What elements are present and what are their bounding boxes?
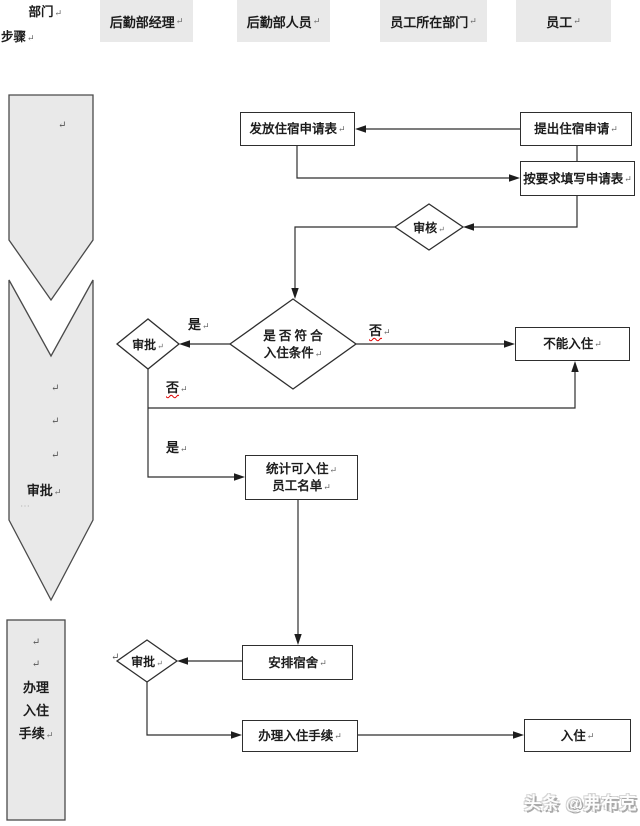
header-col-logistics-staff: 后勤部人员↵ <box>237 0 330 42</box>
pilcrow-mark: ↵ <box>438 225 445 234</box>
pilcrow-mark: ↵ <box>53 487 62 497</box>
arrowhead-up <box>571 361 579 372</box>
pilcrow-mark: ↵ <box>573 15 581 26</box>
header-col-employee: 员工↵ <box>516 0 611 42</box>
pilcrow-mark: ↵ <box>383 327 391 337</box>
pilcrow-mark: ↵ <box>610 124 618 134</box>
procedure-line-3: 手续↵ <box>18 726 54 741</box>
pilcrow-mark: ↵ <box>202 321 210 331</box>
left-rail-arrow-top <box>8 94 94 302</box>
checkin-box: 入住↵ <box>524 719 631 752</box>
arrowhead-down <box>294 634 302 645</box>
left-rail-arrow-approval <box>8 279 94 602</box>
edge-label-no-approval1: 否↵ <box>166 377 188 396</box>
condition-line1: 是 否 符 合 <box>263 329 323 343</box>
edge-issue-to-fill <box>296 146 509 179</box>
pilcrow-mark: ↵ <box>312 15 321 26</box>
pilcrow-mark: ↵ <box>157 342 164 351</box>
cannot-checkin-box: 不能入住↵ <box>515 327 630 361</box>
toutiao-watermark: 头条 @弗布克 <box>524 794 638 813</box>
pilcrow-mark: ↵ <box>111 652 120 663</box>
corner-department-label: 部门↵ <box>28 5 62 19</box>
header-corner-cell: 部门↵ 步骤↵ <box>0 0 65 47</box>
submit-request-label: 提出住宿申请 <box>534 122 610 136</box>
submit-request-box: 提出住宿申请↵ <box>520 112 632 146</box>
pilcrow-mark: ↵ <box>337 124 346 134</box>
pilcrow-mark: ↵ <box>334 731 342 741</box>
pilcrow-mark: ↵ <box>314 349 323 359</box>
edge-label-yes-condition: 是↵ <box>188 317 210 332</box>
pilcrow-mark: ↵ <box>27 33 35 43</box>
cannot-checkin-label: 不能入住 <box>543 337 594 351</box>
arrowhead-left <box>355 125 366 133</box>
pilcrow-mark: ↵ <box>51 383 60 394</box>
pilcrow-mark: ↵ <box>329 464 338 475</box>
arrowheads <box>177 125 579 739</box>
rail-clipped-text: ⋯ <box>20 501 32 512</box>
misspell-squiggle: 否 <box>166 380 180 395</box>
arrowhead-right <box>231 731 242 739</box>
pilcrow-mark: ↵ <box>31 637 41 648</box>
arrowhead-down <box>291 288 299 299</box>
arrange-dorm-label: 安排宿舍 <box>268 655 319 670</box>
edge-approval1-no-to-cannot <box>148 372 576 409</box>
fill-form-label: 按要求填写申请表 <box>523 171 624 186</box>
approval1-diamond-label: 审批↵ <box>132 338 164 352</box>
pilcrow-mark: ↵ <box>45 730 54 740</box>
issue-form-label: 发放住宿申请表 <box>249 122 337 136</box>
edge-label-no-condition: 否↵ <box>369 320 391 339</box>
procedure-line-2: 入住 <box>22 703 49 718</box>
pilcrow-mark: ↵ <box>156 659 163 668</box>
checkin-procedure-box: 办理入住手续↵ <box>242 720 358 752</box>
pilcrow-mark: ↵ <box>180 384 188 394</box>
condition-line2: 入住条件↵ <box>263 346 323 360</box>
fill-form-box: 按要求填写申请表↵ <box>520 161 635 196</box>
checkin-label: 入住 <box>560 728 586 743</box>
arrowhead-right <box>234 473 245 481</box>
pilcrow-mark: ↵ <box>594 339 602 349</box>
misspell-squiggle: 否 <box>369 323 383 338</box>
edge-approval1-yes-to-stat <box>147 369 234 478</box>
stat-list-line2: 员工名单↵ <box>272 478 331 493</box>
pilcrow-mark: ↵ <box>51 416 60 427</box>
review-diamond-label: 审核↵ <box>413 221 445 235</box>
rail-procedure-text: ↵ ↵ 办理 入住 手续↵ <box>7 632 65 747</box>
pilcrow-mark: ↵ <box>175 15 184 26</box>
pilcrow-mark: ↵ <box>180 444 188 454</box>
condition-diamond-label: 是 否 符 合 入住条件↵ <box>233 328 353 363</box>
arrowhead-right <box>504 340 515 348</box>
pilcrow-mark: ↵ <box>469 15 477 26</box>
arrowhead-right <box>513 731 524 739</box>
checkin-procedure-label: 办理入住手续 <box>258 729 334 743</box>
pilcrow-mark: ↵ <box>586 730 595 741</box>
arrange-dorm-box: 安排宿舍↵ <box>242 645 353 680</box>
pilcrow-mark: ↵ <box>319 657 327 668</box>
pilcrow-mark: ↵ <box>31 659 41 670</box>
stat-list-box: 统计可入住↵ 员工名单↵ <box>245 455 358 500</box>
edge-approval2-to-procedure <box>146 682 231 736</box>
flow-connectors <box>146 128 578 736</box>
header-col-employee-department: 员工所在部门↵ <box>380 0 487 42</box>
edge-fill-to-review <box>474 196 578 228</box>
pilcrow-mark: ↵ <box>58 120 67 131</box>
header-col-logistics-manager: 后勤部经理↵ <box>100 0 193 42</box>
corner-steps-label: 步骤↵ <box>1 30 35 44</box>
issue-form-box: 发放住宿申请表↵ <box>240 112 355 146</box>
pilcrow-mark: ↵ <box>323 481 331 492</box>
stat-list-line1: 统计可入住↵ <box>265 461 338 476</box>
arrowhead-right <box>509 174 520 182</box>
edge-label-yes-approval1: 是↵ <box>166 440 188 455</box>
pilcrow-mark: ↵ <box>54 8 62 18</box>
procedure-line-1: 办理 <box>22 680 49 695</box>
edge-review-to-condition <box>294 226 395 288</box>
pilcrow-mark: ↵ <box>624 173 632 184</box>
rail-approval-label: 审批↵ <box>26 483 62 498</box>
pilcrow-mark: ↵ <box>51 450 60 461</box>
